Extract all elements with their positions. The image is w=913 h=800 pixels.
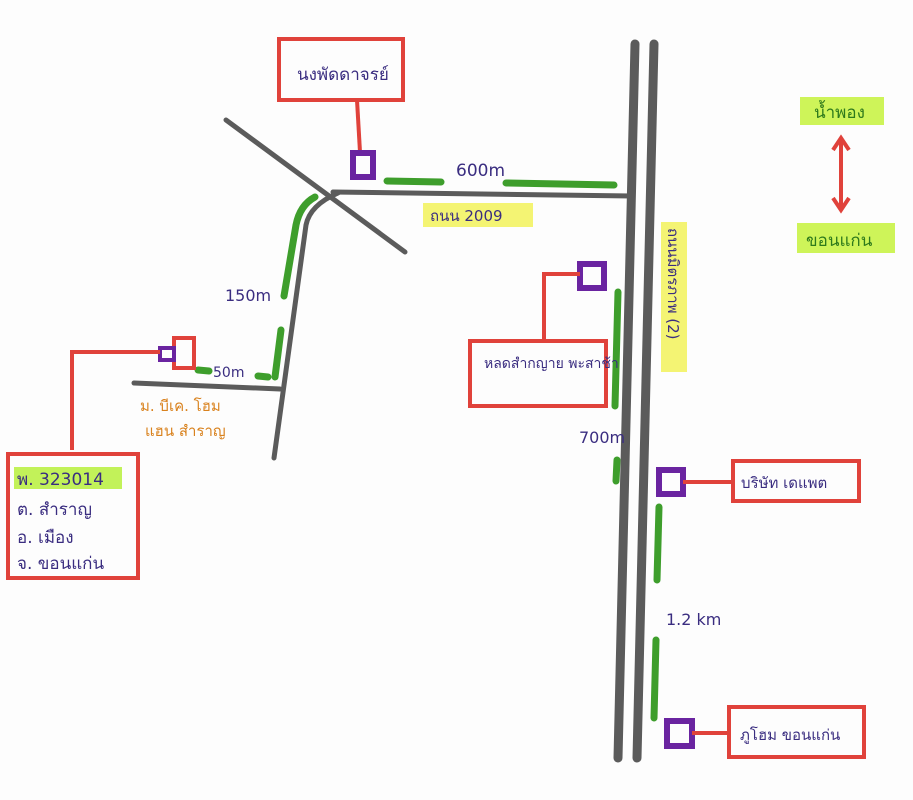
temple-callout: นงพัดดาจรย์	[277, 37, 405, 180]
route-segment	[611, 288, 622, 410]
laos-callout: หลดสำกญาย พะสาช้า	[468, 261, 619, 408]
address-line4: จ. ขอนแก่น	[17, 554, 104, 574]
home-area-label-2: แฮน สำราญ	[145, 422, 226, 440]
laos-box	[468, 339, 608, 408]
route-segment	[612, 456, 621, 485]
road-2009	[330, 189, 635, 199]
address-line3: อ. เมือง	[17, 528, 74, 548]
main-road-highlight	[661, 222, 687, 372]
distance-50m: 50m	[213, 365, 244, 381]
road-2009-label: ถนน 2009	[430, 207, 503, 225]
address-line1: พ. 323014	[17, 470, 104, 490]
route-segment	[502, 179, 618, 189]
khonkaen-home-label: ภูโฮม ขอนแก่น	[740, 726, 840, 744]
main-road-label: ถนนมิตรภาพ (2)	[664, 228, 682, 340]
roads	[131, 39, 659, 763]
khonkaen-home-marker	[664, 718, 695, 749]
home-marker	[158, 346, 176, 362]
distance-700m: 700m	[579, 428, 625, 447]
main-road-left-line	[613, 39, 640, 763]
laos-leader	[542, 272, 580, 341]
south-label: ขอนแก่น	[806, 231, 873, 251]
temple-label: นงพัดดาจรย์	[297, 65, 389, 85]
home-area-label-1: ม. บีเค. โฮม	[140, 397, 221, 415]
road-2009-highlight	[423, 203, 533, 227]
home-marker-box	[172, 336, 196, 370]
temple-box	[277, 37, 405, 102]
route-segment	[194, 366, 213, 375]
laos-label-line: หลดสำกญาย พะสาช้า	[484, 356, 619, 372]
route-segments	[194, 177, 663, 722]
north-highlight	[800, 97, 884, 125]
address-box	[6, 452, 140, 580]
hospital-label: บริษัท เดแพต	[741, 474, 827, 492]
route-segment	[271, 326, 285, 381]
hospital-callout: บริษัท เดแพต	[656, 459, 861, 503]
khonkaen-home-box	[727, 705, 866, 759]
temple-marker	[350, 150, 376, 180]
diagonal-road	[223, 117, 408, 255]
main-road-right-line	[632, 39, 659, 763]
home-callout: พ. 323014 ต. สำราญ อ. เมือง จ. ขอนแก่น	[6, 336, 196, 580]
route-segment	[254, 372, 272, 381]
direction-indicator: น้ำพอง ขอนแก่น	[797, 97, 895, 253]
address-line2: ต. สำราญ	[17, 500, 92, 520]
distance-600m: 600m	[456, 161, 505, 181]
hospital-box	[731, 459, 861, 503]
north-label: น้ำพอง	[814, 100, 865, 123]
arrow-down-icon	[831, 196, 851, 214]
distance-1-2km: 1.2 km	[666, 610, 721, 629]
khonkaen-home-callout: ภูโฮม ขอนแก่น	[664, 705, 866, 759]
route-segment	[383, 177, 445, 186]
soi-road	[271, 190, 341, 461]
home-leader	[70, 350, 160, 450]
laos-marker	[577, 261, 607, 291]
route-segment	[653, 503, 663, 584]
distance-150m: 150m	[225, 286, 271, 305]
hospital-marker	[656, 467, 686, 497]
south-highlight	[797, 223, 895, 253]
home-lane	[131, 380, 283, 392]
route-segment	[650, 636, 660, 722]
route-segment	[280, 193, 319, 300]
address-highlight	[14, 467, 122, 489]
temple-leader	[355, 99, 362, 153]
arrow-up-icon	[831, 134, 851, 152]
